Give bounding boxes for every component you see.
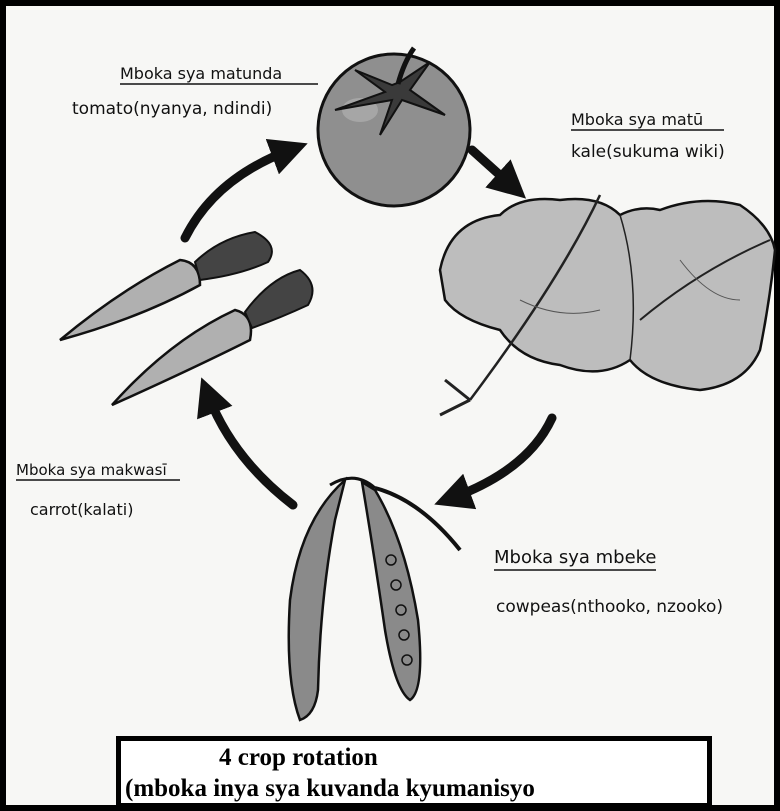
arrow-tomato-to-kale (472, 150, 512, 186)
carrot-drawing (60, 232, 313, 405)
kale-drawing (440, 195, 775, 415)
label-cowpeas-group: Mboka sya mbeke (494, 547, 657, 568)
label-cowpeas-crop: cowpeas(nthooko, nzooko) (496, 597, 723, 617)
caption-box: 4 crop rotation (mboka inya sya kuvanda … (116, 736, 712, 808)
caption-title: 4 crop rotation (121, 741, 707, 773)
caption-subtitle: (mboka inya sya kuvanda kyumanisyo (121, 773, 707, 804)
arrow-cowpeas-to-carrot (208, 395, 293, 505)
label-cowpeas: Mboka sya mbeke cowpeas(nthooko, nzooko) (494, 547, 723, 617)
arrow-kale-to-cowpeas (452, 418, 552, 498)
tomato-drawing (318, 48, 470, 206)
label-kale: Mboka sya matū kale(sukuma wiki) (571, 110, 725, 162)
cowpeas-drawing (289, 478, 460, 720)
label-kale-group: Mboka sya matū (571, 110, 703, 129)
label-kale-crop: kale(sukuma wiki) (571, 142, 725, 162)
label-tomato: Mboka sya matunda tomato(nyanya, ndindi) (72, 64, 318, 119)
label-carrot-crop: carrot(kalati) (30, 500, 133, 519)
arrow-carrot-to-tomato (185, 150, 290, 238)
label-carrot-group: Mboka sya makwasī (16, 461, 167, 479)
label-tomato-group: Mboka sya matunda (120, 64, 282, 83)
label-carrot: Mboka sya makwasī carrot(kalati) (16, 461, 180, 519)
label-tomato-crop: tomato(nyanya, ndindi) (72, 99, 272, 119)
